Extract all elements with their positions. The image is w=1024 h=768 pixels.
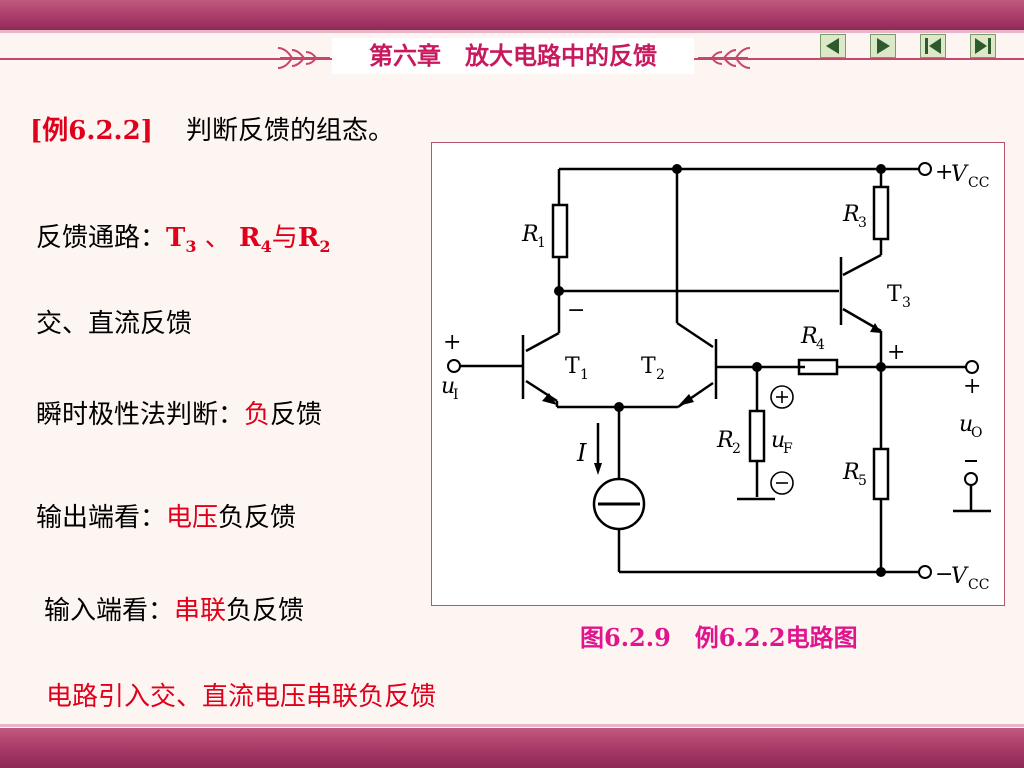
example-question: 判断反馈的组态。 [186,116,395,146]
t1-base-minus-sign: − [567,298,585,323]
ac-dc-feedback-text: 交、直流反馈 [36,309,193,339]
input-suffix: 负反馈 [226,596,305,626]
r5-subscript: 5 [858,473,867,489]
t1-label: T [565,354,580,379]
output-suffix: 负反馈 [218,503,297,533]
previous-slide-button[interactable] [820,34,846,58]
circuit-diagram: + V CC − V CC R 1 R 3 R 4 R 2 R 5 T 1 T … [431,142,1005,606]
skip-last-icon [975,38,991,54]
last-slide-button[interactable] [970,34,996,58]
polarity-suffix: 反馈 [270,400,323,430]
example-label: [例6.2.2] [30,116,153,146]
t3-label: T [887,282,902,307]
uo-subscript: O [971,425,982,441]
r1-label: R [521,222,539,247]
vcc-top-subscript: CC [968,175,989,191]
header-rule-left [0,58,332,60]
t2-label: T [641,354,656,379]
output-side-line: 输出端看：电压负反馈 [36,497,296,534]
input-label: 输入端看： [44,596,175,626]
top-banner-stripe [0,30,1024,33]
feedback-path-line: 反馈通路：T3 、 R4与R2 [36,217,331,256]
vcc-top-label: V [951,162,969,187]
flourish-left-icon [277,47,330,69]
vcc-minus-sign: − [935,562,953,587]
circuit-schematic: + V CC − V CC R 1 R 3 R 4 R 2 R 5 T 1 T … [441,160,991,593]
chapter-title: 第六章 放大电路中的反馈 [332,38,694,74]
uo-label: u [959,412,973,437]
triangle-left-icon [826,38,839,54]
feedback-path-and: 与 [271,223,298,253]
next-slide-button[interactable] [870,34,896,58]
ui-label: u [441,374,455,399]
conclusion-text: 电路引入交、直流电压串联负反馈 [46,682,437,712]
bottom-banner-stripe [0,724,1024,727]
r3-label: R [842,202,860,227]
vcc-plus-sign: + [935,160,953,185]
t3-emitter-plus-sign: + [887,340,905,365]
t1-subscript: 1 [580,367,589,383]
feedback-path-r4: R4 [239,223,272,256]
flourish-right-icon [698,47,751,69]
header-rule-right [694,58,1024,60]
vcc-bottom-subscript: CC [968,577,989,593]
triangle-right-icon [877,38,890,54]
polarity-line: 瞬时极性法判断：负反馈 [36,394,322,431]
r2-label: R [716,428,734,453]
uf-label: u [771,428,785,453]
output-label: 输出端看： [36,503,167,533]
feedback-path-separator: 、 [196,223,240,253]
uf-subscript: F [783,441,793,457]
uo-plus-sign: + [963,374,981,399]
ui-plus-sign: + [443,330,461,355]
r4-subscript: 4 [816,337,825,353]
polarity-value: 负 [244,400,271,430]
r3-subscript: 3 [858,215,867,231]
ui-subscript: I [453,387,459,403]
input-side-line: 输入端看：串联负反馈 [44,590,304,627]
t3-subscript: 3 [902,295,911,311]
figure-caption: 图6.2.9 例6.2.2电路图 [580,623,858,652]
output-value: 电压 [166,503,219,533]
r5-label: R [842,460,860,485]
r1-subscript: 1 [537,235,546,251]
r4-label: R [800,324,818,349]
polarity-label: 瞬时极性法判断： [36,400,245,430]
r2-subscript: 2 [732,441,741,457]
feedback-path-t3: T3 [166,223,197,256]
feedback-path-r2: R2 [297,223,331,256]
input-value: 串联 [174,596,227,626]
first-slide-button[interactable] [920,34,946,58]
current-source-label: I [576,439,587,467]
top-banner [0,0,1024,30]
vcc-bottom-label: V [951,564,969,589]
skip-first-icon [925,38,941,54]
t2-subscript: 2 [656,367,665,383]
bottom-banner [0,728,1024,768]
feedback-path-label: 反馈通路： [36,223,167,253]
